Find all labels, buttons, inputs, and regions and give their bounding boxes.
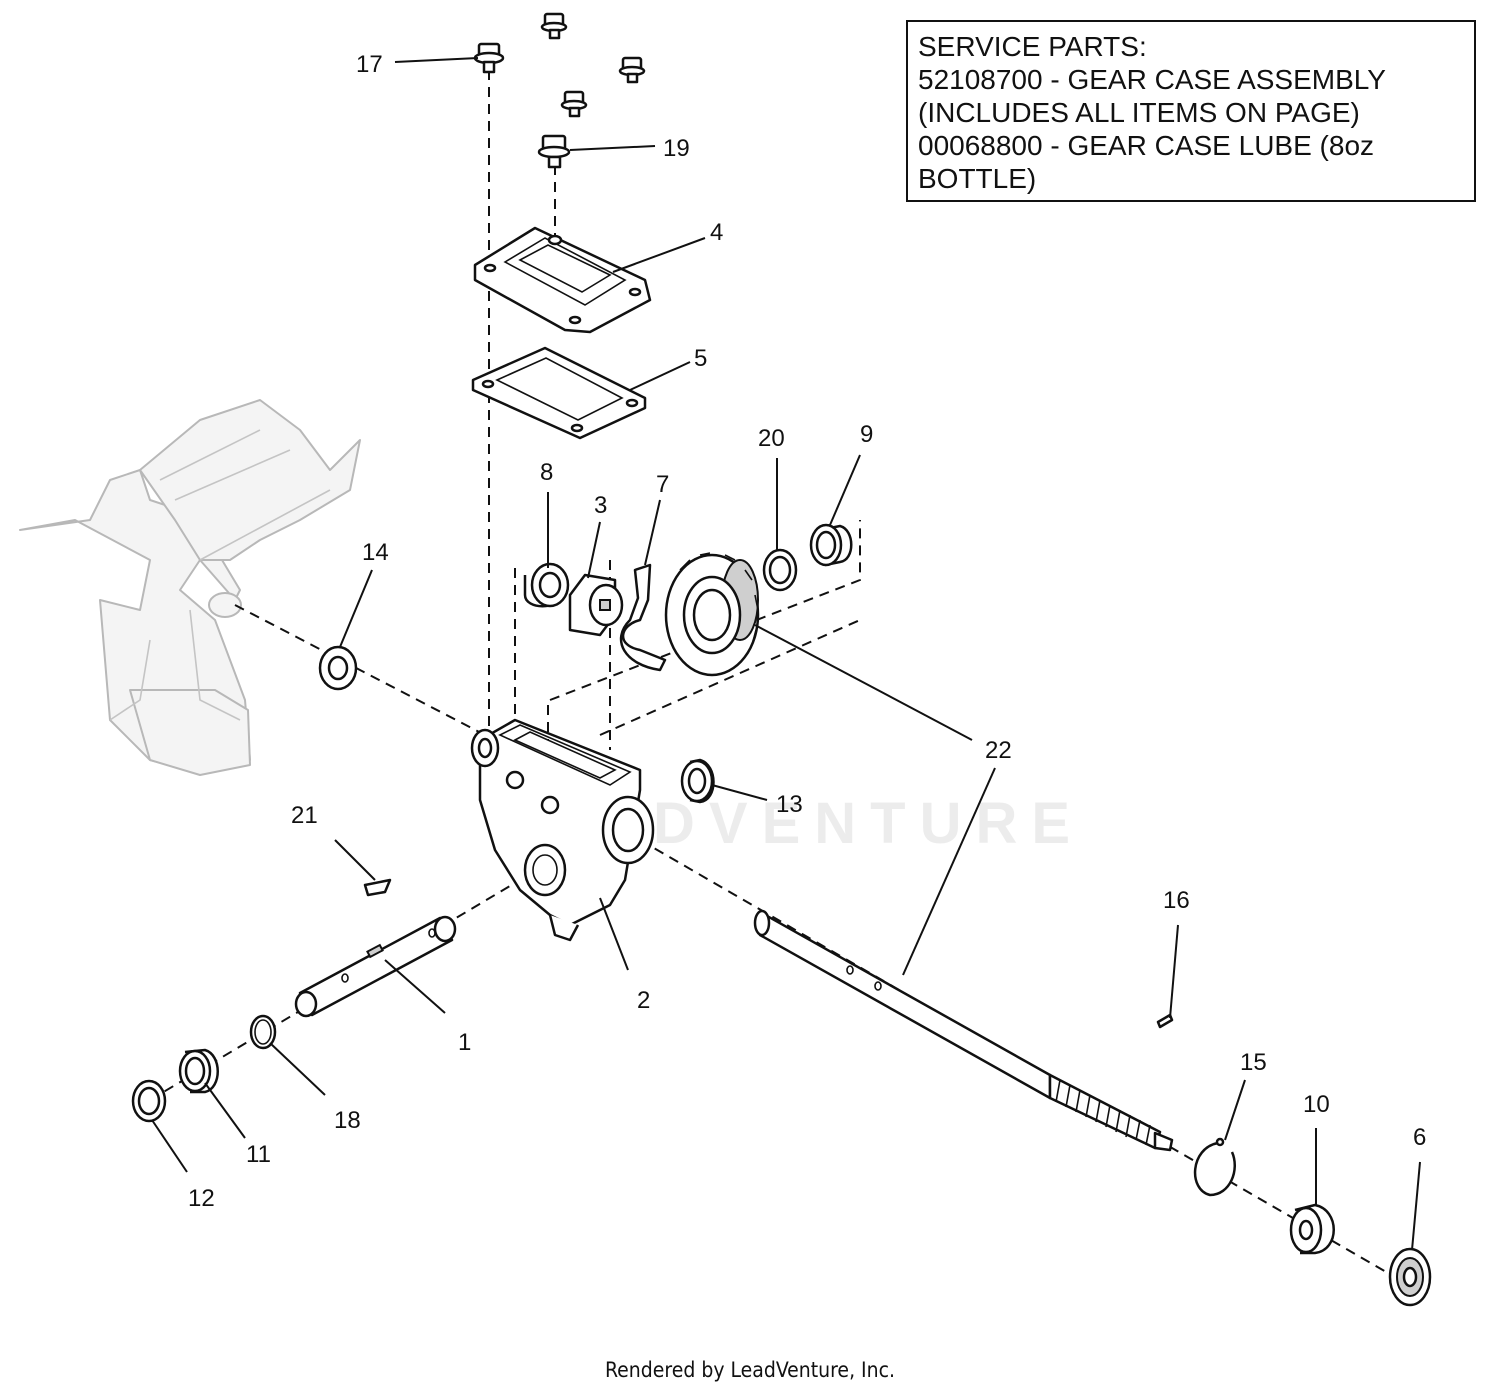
worm-gear-22 [664,552,760,677]
callout-22: 22 [985,737,1012,764]
callout-14: 14 [362,539,389,566]
leader-lines [151,57,1421,1251]
bushing-3 [568,573,624,637]
washer-12 [131,1079,167,1123]
bolt-top [540,12,568,40]
bolts-group [473,12,646,169]
washer-20 [762,548,798,592]
service-parts-line: 52108700 - GEAR CASE ASSEMBLY [918,64,1386,95]
gear-case-cover [473,226,652,334]
service-parts-line: SERVICE PARTS: [918,31,1147,62]
shaft-1 [294,915,457,1018]
callout-10: 10 [1303,1091,1330,1118]
spacer-10 [1289,1203,1335,1255]
gasket [471,346,647,440]
callout-8: 8 [540,459,553,486]
callout-19: 19 [663,135,690,162]
bolt-19 [537,134,571,169]
callout-17: 17 [356,51,383,78]
callout-16: 16 [1163,887,1190,914]
bolt-17 [473,42,505,74]
seal-6 [1388,1247,1432,1307]
bearing-13 [680,758,715,804]
callout-11: 11 [246,1141,271,1168]
callout-18: 18 [334,1107,361,1134]
pin-16 [1156,1013,1174,1029]
callout-6: 6 [1413,1124,1426,1151]
bolt-right [618,56,646,84]
callout-5: 5 [694,345,707,372]
bearing-11 [178,1048,219,1094]
callout-1: 1 [458,1029,471,1056]
callout-4: 4 [710,219,723,246]
callout-7: 7 [656,471,669,498]
service-parts-box: SERVICE PARTS: 52108700 - GEAR CASE ASSE… [906,20,1476,202]
worm-shaft-22 [753,909,1174,1152]
service-parts-line: (INCLUDES ALL ITEMS ON PAGE) [918,97,1360,128]
bolt-middle [560,90,588,118]
bearing-9 [809,523,853,567]
callout-20: 20 [758,425,785,452]
callout-labels: 1 2 3 4 5 6 7 8 9 10 11 12 13 14 15 16 1… [188,51,1426,1212]
callout-21: 21 [291,802,318,829]
callout-2: 2 [637,987,650,1014]
ring-18 [249,1014,277,1050]
callout-9: 9 [860,421,873,448]
service-parts-line: 00068800 - GEAR CASE LUBE (8oz [918,130,1375,161]
clip-7 [619,563,667,672]
callout-15: 15 [1240,1049,1267,1076]
washer-14 [318,645,358,691]
gear-case-2 [470,705,655,942]
auger-housing-ghost [19,399,361,776]
callout-13: 13 [776,791,803,818]
callout-3: 3 [594,492,607,519]
retaining-ring-15 [1193,1137,1237,1197]
callout-12: 12 [188,1185,215,1212]
rendered-by-footer: Rendered by LeadVenture, Inc. [605,1358,895,1382]
key-21 [363,878,392,897]
bearing-8 [523,562,570,608]
service-parts-line: BOTTLE) [918,163,1037,194]
